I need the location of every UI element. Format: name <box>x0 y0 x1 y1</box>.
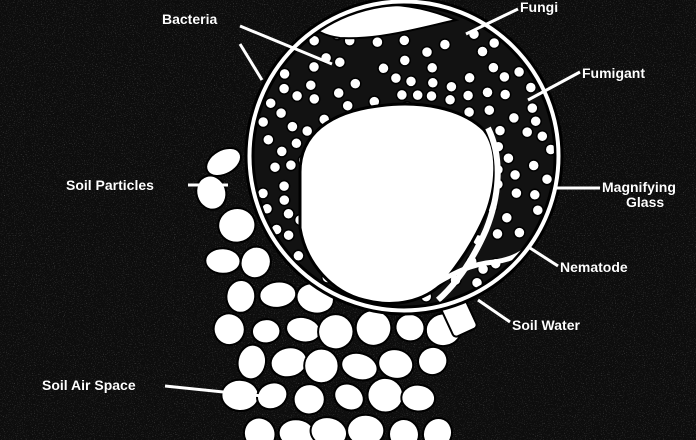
fumigant-molecule <box>285 160 296 171</box>
fumigant-molecule <box>334 57 345 68</box>
fumigant-molecule <box>492 228 503 239</box>
fumigant-molecule <box>291 138 302 149</box>
fumigant-molecule <box>276 146 287 157</box>
soil-particle <box>251 318 281 344</box>
fumigant-molecule <box>495 125 506 136</box>
fumigant-molecule <box>530 116 541 127</box>
fumigant-molecule <box>333 88 344 99</box>
fumigant-molecule <box>258 117 269 128</box>
label-nematode: Nematode <box>560 259 628 275</box>
fumigant-molecule <box>279 181 290 192</box>
fumigant-molecule <box>283 208 294 219</box>
fumigant-molecule <box>529 189 540 200</box>
fumigant-molecule <box>390 73 401 84</box>
fumigant-molecule <box>265 98 276 109</box>
soil-particle <box>304 348 339 383</box>
fumigant-molecule <box>508 112 519 123</box>
fumigant-molecule <box>399 35 410 46</box>
fumigant-molecule <box>292 90 303 101</box>
fumigant-molecule <box>427 62 438 73</box>
fumigant-molecule <box>342 100 353 111</box>
fumigant-molecule <box>412 90 423 101</box>
fumigant-molecule <box>528 160 539 171</box>
fumigant-molecule <box>279 83 290 94</box>
fumigant-molecule <box>503 153 514 164</box>
fumigant-molecule <box>542 174 553 185</box>
label-soil-particles: Soil Particles <box>66 177 154 193</box>
fumigant-molecule <box>422 47 433 58</box>
label-magnifying-glass-line2: Glass <box>626 194 664 210</box>
fumigant-molecule <box>283 230 294 241</box>
fumigant-molecule <box>445 94 456 105</box>
fumigant-molecule <box>527 103 538 114</box>
fumigant-molecule <box>276 108 287 119</box>
fumigant-molecule <box>270 162 281 173</box>
fumigant-molecule <box>427 77 438 88</box>
fumigant-molecule <box>406 76 417 87</box>
fumigant-molecule <box>532 205 543 216</box>
label-soil-air-space: Soil Air Space <box>42 377 136 393</box>
fumigant-molecule <box>522 127 533 138</box>
label-soil-water: Soil Water <box>512 317 580 333</box>
fumigant-molecule <box>396 89 407 100</box>
soil-particle <box>347 414 385 440</box>
fumigant-molecule <box>263 134 274 145</box>
fumigant-molecule <box>439 39 450 50</box>
fumigant-molecule <box>537 131 548 142</box>
fumigant-molecule <box>511 188 522 199</box>
fumigant-molecule <box>500 89 511 100</box>
label-bacteria: Bacteria <box>162 11 217 27</box>
fumigant-molecule <box>378 63 389 74</box>
fumigant-molecule <box>514 227 525 238</box>
fumigant-molecule <box>372 37 383 48</box>
fumigant-molecule <box>426 91 437 102</box>
fumigant-molecule <box>309 61 320 72</box>
fumigant-molecule <box>510 169 521 180</box>
fumigant-molecule <box>477 46 488 57</box>
fumigant-molecule <box>501 212 512 223</box>
fumigant-molecule <box>484 105 495 116</box>
fumigant-molecule <box>488 62 499 73</box>
label-fungi: Fungi <box>520 0 558 15</box>
label-magnifying-glass-line1: Magnifying <box>602 179 676 195</box>
fumigant-molecule <box>489 38 500 49</box>
label-fumigant: Fumigant <box>582 65 645 81</box>
soil-particle <box>205 248 241 275</box>
fumigant-molecule <box>350 78 361 89</box>
fumigant-molecule <box>525 82 536 93</box>
fumigant-molecule <box>399 55 410 66</box>
fumigant-molecule <box>499 71 510 82</box>
fumigant-molecule <box>463 90 474 101</box>
fumigant-molecule <box>464 72 475 83</box>
fumigant-molecule <box>482 87 493 98</box>
fumigant-molecule <box>446 81 457 92</box>
fumigant-molecule <box>514 66 525 77</box>
fumigant-molecule <box>305 80 316 91</box>
fumigant-molecule <box>309 93 320 104</box>
fumigant-molecule <box>287 121 298 132</box>
fumigant-molecule <box>279 195 290 206</box>
